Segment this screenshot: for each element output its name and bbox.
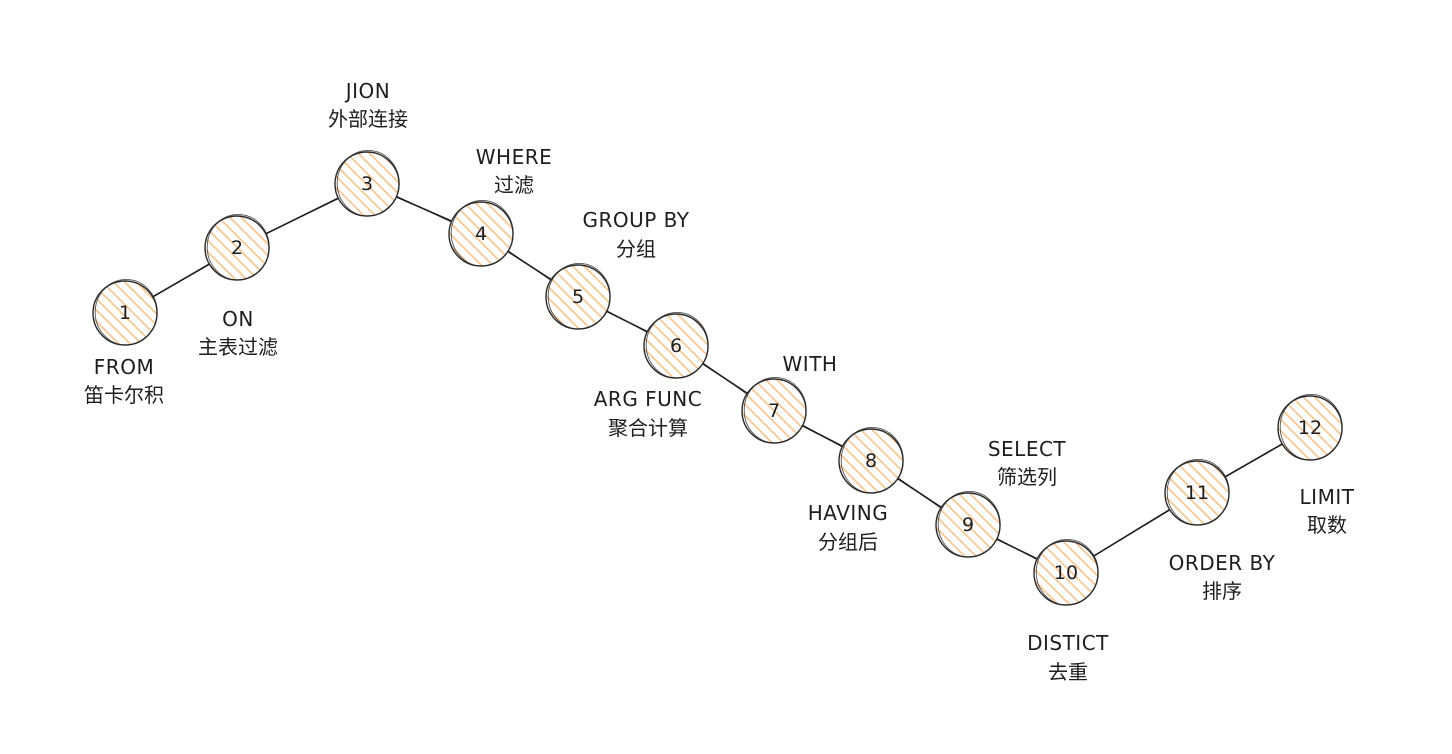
node-hatch-fill: [205, 216, 269, 280]
node-hatch-fill: [644, 314, 708, 378]
node-hatch-fill: [936, 493, 1000, 557]
step-node-2: 2: [204, 213, 270, 281]
step-sublabel: 笛卡尔积: [84, 383, 164, 407]
step-label: ORDER BY: [1169, 551, 1276, 575]
step-label: LIMIT: [1300, 485, 1355, 509]
node-outline-sketch: [1279, 393, 1343, 461]
step-label-group-11: ORDER BY 排序: [1169, 551, 1276, 603]
connector-lines: [124, 182, 1311, 575]
node-outline-sketch: [450, 199, 514, 267]
step-sublabel: 聚合计算: [608, 416, 688, 440]
step-label: WITH: [783, 352, 838, 376]
step-node-4: 4: [448, 199, 514, 267]
step-label-group-12: LIMIT 取数: [1300, 485, 1355, 537]
step-number: 4: [475, 223, 487, 245]
step-label-group-7: WITH: [783, 352, 838, 376]
step-node-3: 3: [334, 149, 400, 217]
node-outline-sketch: [336, 149, 400, 217]
step-node-12: 12: [1277, 393, 1343, 461]
step-number: 2: [231, 237, 243, 259]
step-label-group-1: FROM 笛卡尔积: [84, 355, 164, 407]
node-outline-sketch: [937, 490, 1001, 558]
step-number: 10: [1054, 562, 1078, 584]
node-outline-sketch: [94, 278, 158, 346]
step-number: 8: [865, 450, 877, 472]
step-labels: FROM 笛卡尔积 ON 主表过滤 JION 外部连接 WHERE 过滤 GROUP BY 分组 A…: [84, 79, 1355, 684]
node-outline-sketch: [840, 426, 904, 494]
step-label: GROUP BY: [582, 208, 689, 232]
step-node-7: 7: [741, 376, 807, 444]
step-label: JION: [344, 79, 391, 103]
step-sublabel: 排序: [1202, 579, 1242, 603]
step-label-group-8: HAVING 分组后: [808, 501, 888, 554]
step-label-group-3: JION 外部连接: [328, 79, 408, 131]
step-sublabel: 主表过滤: [198, 335, 278, 359]
step-number: 1: [119, 302, 131, 324]
step-number: 6: [670, 335, 682, 357]
node-hatch-fill: [1278, 396, 1342, 460]
node-outline-sketch: [1035, 538, 1099, 606]
step-label-group-4: WHERE 过滤: [476, 145, 552, 197]
step-number: 12: [1298, 417, 1322, 439]
step-number: 7: [768, 400, 780, 422]
step-label: ARG FUNC: [594, 387, 703, 411]
step-number: 5: [572, 286, 584, 308]
node-hatch-fill: [93, 281, 157, 345]
step-number: 11: [1185, 482, 1209, 504]
step-node-9: 9: [935, 490, 1001, 558]
step-node-11: 11: [1164, 458, 1230, 526]
step-label: DISTICT: [1027, 631, 1109, 655]
step-sublabel: 外部连接: [328, 107, 408, 131]
node-outline-sketch: [1166, 458, 1230, 526]
step-sublabel: 过滤: [494, 173, 534, 197]
step-label-group-10: DISTICT 去重: [1027, 631, 1109, 684]
step-node-6: 6: [643, 311, 709, 379]
node-hatch-fill: [449, 202, 513, 266]
node-hatch-fill: [839, 429, 903, 493]
node-hatch-fill: [546, 265, 610, 329]
node-hatch-fill: [1034, 541, 1098, 605]
step-label: FROM: [94, 355, 154, 379]
step-sublabel: 分组后: [818, 530, 878, 554]
step-number: 3: [361, 173, 373, 195]
node-outline-sketch: [547, 262, 611, 330]
node-outline-sketch: [206, 213, 270, 281]
node-hatch-fill: [335, 152, 399, 216]
step-sublabel: 去重: [1048, 660, 1088, 684]
step-label-group-6: ARG FUNC 聚合计算: [594, 387, 703, 440]
step-node-8: 8: [838, 426, 904, 494]
step-node-5: 5: [545, 262, 611, 330]
node-hatch-fill: [742, 379, 806, 443]
step-number: 9: [962, 514, 974, 536]
step-node-1: 1: [92, 278, 158, 346]
step-sublabel: 筛选列: [997, 465, 1057, 489]
node-outline-sketch: [743, 376, 807, 444]
step-label: ON: [222, 307, 254, 331]
step-label-group-5: GROUP BY 分组: [582, 208, 689, 261]
node-hatch-fill: [1165, 461, 1229, 525]
step-sublabel: 取数: [1307, 513, 1347, 537]
step-label-group-9: SELECT 筛选列: [988, 437, 1067, 489]
step-sublabel: 分组: [616, 237, 656, 261]
step-label: HAVING: [808, 501, 888, 525]
step-label-group-2: ON 主表过滤: [198, 307, 278, 359]
step-node-10: 10: [1033, 538, 1099, 606]
node-outline-sketch: [645, 311, 709, 379]
step-label: WHERE: [476, 145, 552, 169]
step-label: SELECT: [988, 437, 1067, 461]
